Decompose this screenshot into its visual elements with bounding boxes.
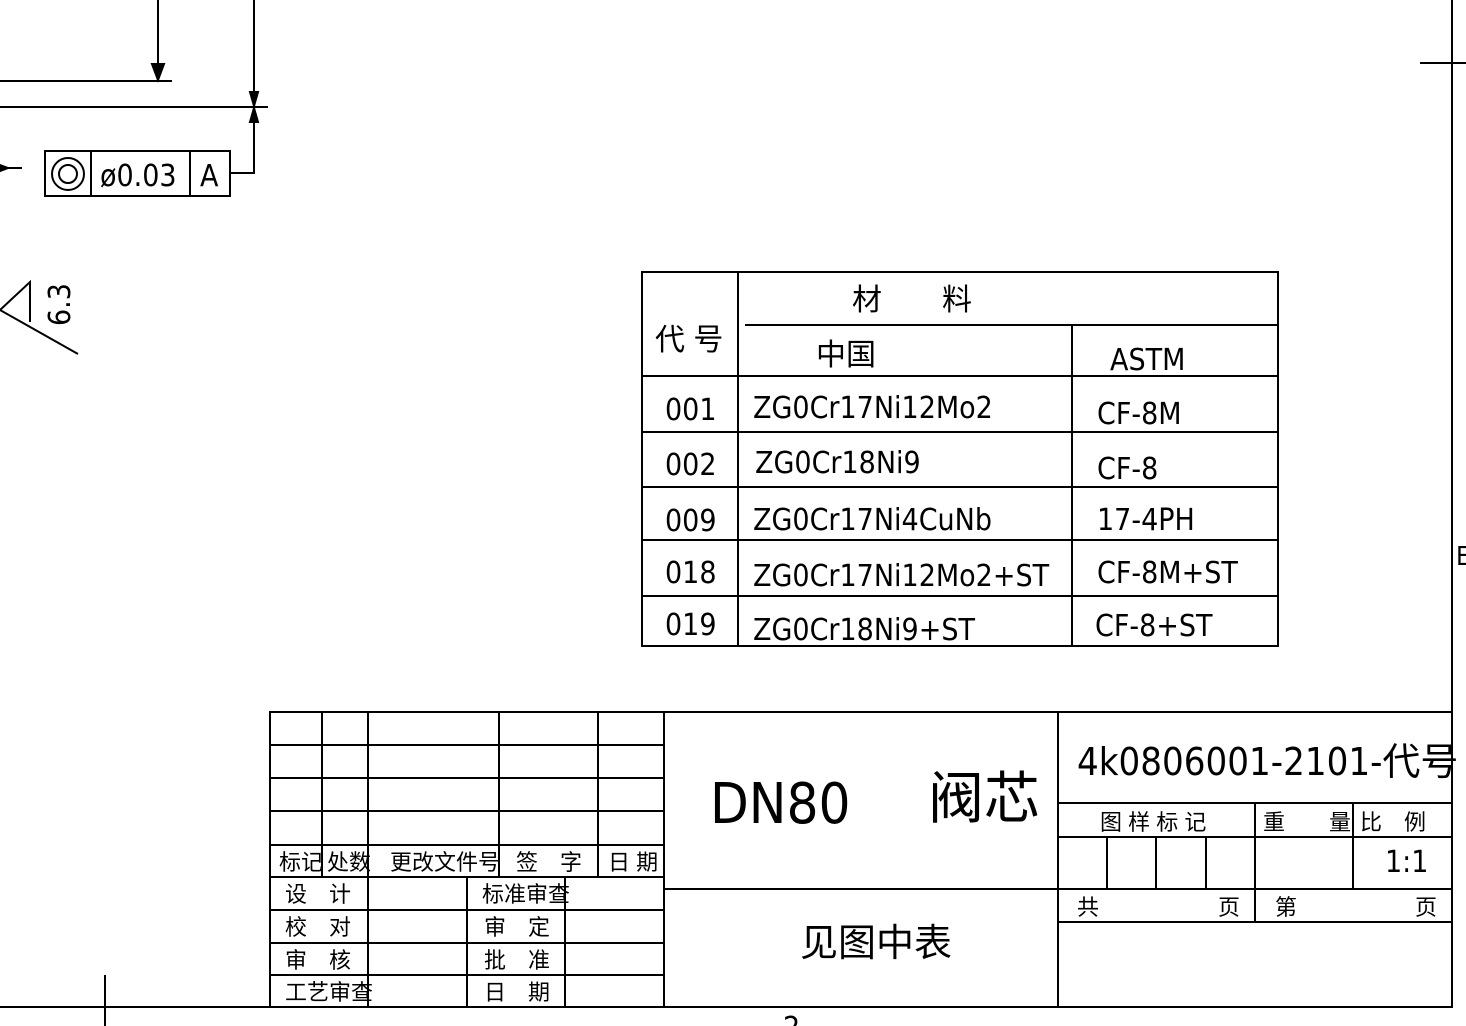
zone-letter: E — [1456, 542, 1466, 572]
row-china: ZG0Cr18Ni9+ST — [753, 613, 975, 648]
concentricity-icon — [51, 157, 85, 191]
geometric-tolerance-frame: ø0.03 A — [44, 150, 231, 197]
row-china: ZG0Cr17Ni12Mo2+ST — [753, 559, 1050, 594]
row-code: 002 — [665, 448, 717, 483]
datum-letter: A — [200, 159, 219, 194]
row-code: 001 — [665, 393, 717, 428]
rev-header: 签 字 — [516, 850, 582, 875]
sign-label: 设 计 — [285, 882, 351, 907]
header-astm: ASTM — [1110, 343, 1185, 378]
sample-mark-label: 图 样 标 记 — [1100, 810, 1206, 835]
sign-label: 审 定 — [484, 915, 550, 940]
sign-label: 批 准 — [484, 948, 550, 973]
weight-label: 重 量 — [1263, 810, 1351, 835]
header-china: 中国 — [816, 339, 876, 372]
row-astm: CF-8 — [1097, 452, 1158, 487]
row-china: ZG0Cr17Ni12Mo2 — [753, 391, 993, 426]
title-block: 标记 处数 更改文件号 签 字 日 期 设 计 校 对 审 核 工艺审查 标准审… — [269, 711, 1458, 1008]
rev-header: 日 期 — [608, 850, 658, 875]
header-material: 材 料 — [852, 284, 972, 317]
page-no-label: 第 — [1275, 895, 1297, 920]
dimension-lines — [0, 0, 268, 174]
scale-value: 1:1 — [1385, 845, 1428, 880]
page-unit: 页 — [1218, 895, 1240, 920]
material-note: 见图中表 — [800, 923, 952, 965]
sign-label: 校 对 — [285, 915, 351, 940]
sign-label: 标准审查 — [482, 882, 570, 907]
row-china: ZG0Cr17Ni4CuNb — [753, 503, 992, 538]
sign-label: 审 核 — [285, 948, 351, 973]
rev-header: 更改文件号 — [390, 850, 500, 875]
part-name: 阀芯 — [928, 767, 1040, 830]
roughness-value: 6.3 — [43, 283, 78, 326]
drawing-number: 4k0806001-2101-代号 — [1077, 740, 1458, 784]
page-unit: 页 — [1415, 895, 1437, 920]
row-astm: 17-4PH — [1097, 503, 1195, 538]
rev-header: 处数 — [327, 850, 371, 875]
scale-label: 比 例 — [1360, 810, 1426, 835]
row-china: ZG0Cr18Ni9 — [755, 446, 921, 481]
zone-number: 2 — [783, 1011, 800, 1026]
rev-header: 标记 — [279, 850, 323, 875]
row-astm: CF-8M+ST — [1097, 556, 1238, 591]
row-code: 018 — [665, 556, 717, 591]
part-size: DN80 — [710, 772, 851, 837]
row-astm: CF-8+ST — [1095, 609, 1213, 644]
row-code: 009 — [665, 504, 717, 539]
sign-label: 日 期 — [484, 980, 550, 1005]
row-code: 019 — [665, 608, 717, 643]
total-pages-label: 共 — [1077, 895, 1099, 920]
tolerance-value: ø0.03 — [100, 159, 177, 194]
sign-label: 工艺审查 — [285, 980, 373, 1005]
surface-roughness-symbol: 6.3 — [0, 279, 79, 355]
header-code: 代 号 — [655, 324, 723, 357]
materials-table: 代 号 材 料 中国 ASTM 001 ZG0Cr17Ni12Mo2 CF-8M… — [641, 271, 1279, 648]
row-astm: CF-8M — [1097, 397, 1182, 432]
